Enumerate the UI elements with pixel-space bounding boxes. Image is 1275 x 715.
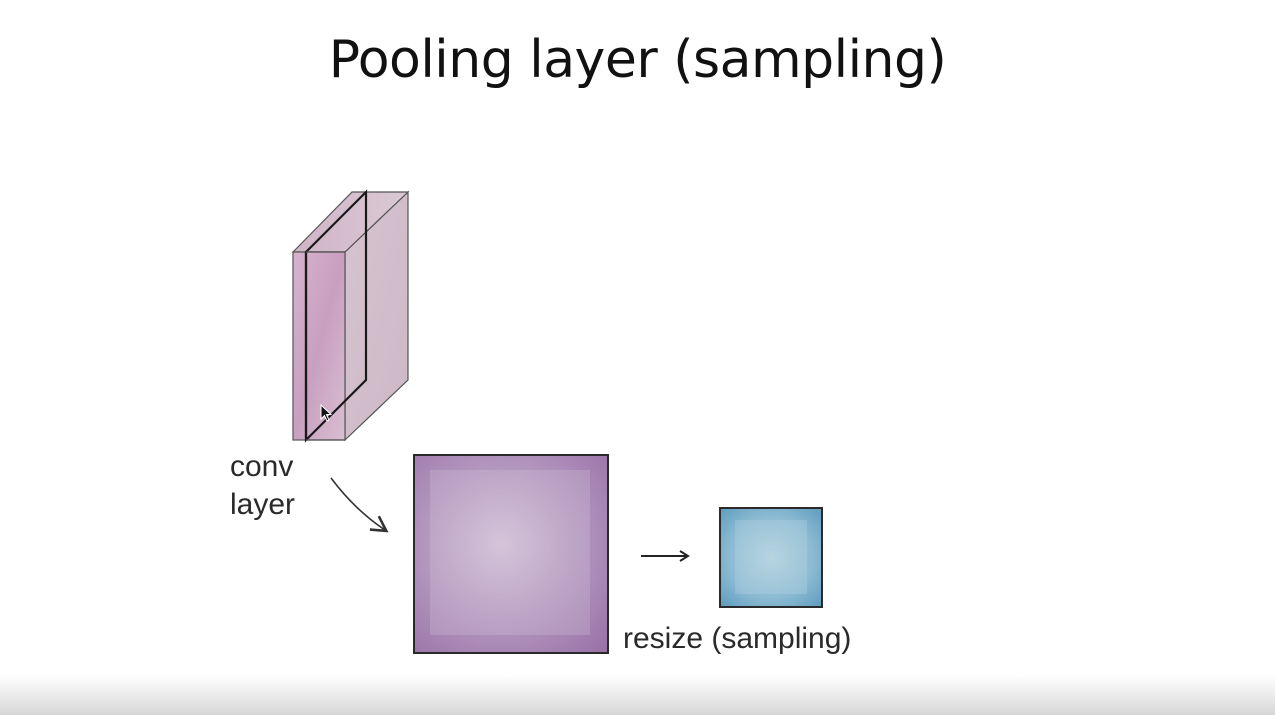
conv-layer-label: conv layer (230, 448, 295, 524)
slide-title: Pooling layer (sampling) (328, 30, 947, 90)
right-arrow-icon (641, 550, 690, 562)
conv-block-front-face (292, 251, 346, 441)
mouse-pointer-icon (320, 403, 333, 422)
feature-map (413, 454, 609, 654)
conv-label-line-2: layer (230, 488, 296, 521)
curved-arrow-icon (330, 477, 389, 533)
conv-label-line-1: conv (230, 450, 294, 483)
bottom-shadow-bar (0, 675, 1275, 715)
resize-sampling-label: resize (sampling) (623, 622, 852, 655)
conv-layer-block (291, 189, 410, 443)
pooled-map (719, 507, 823, 608)
